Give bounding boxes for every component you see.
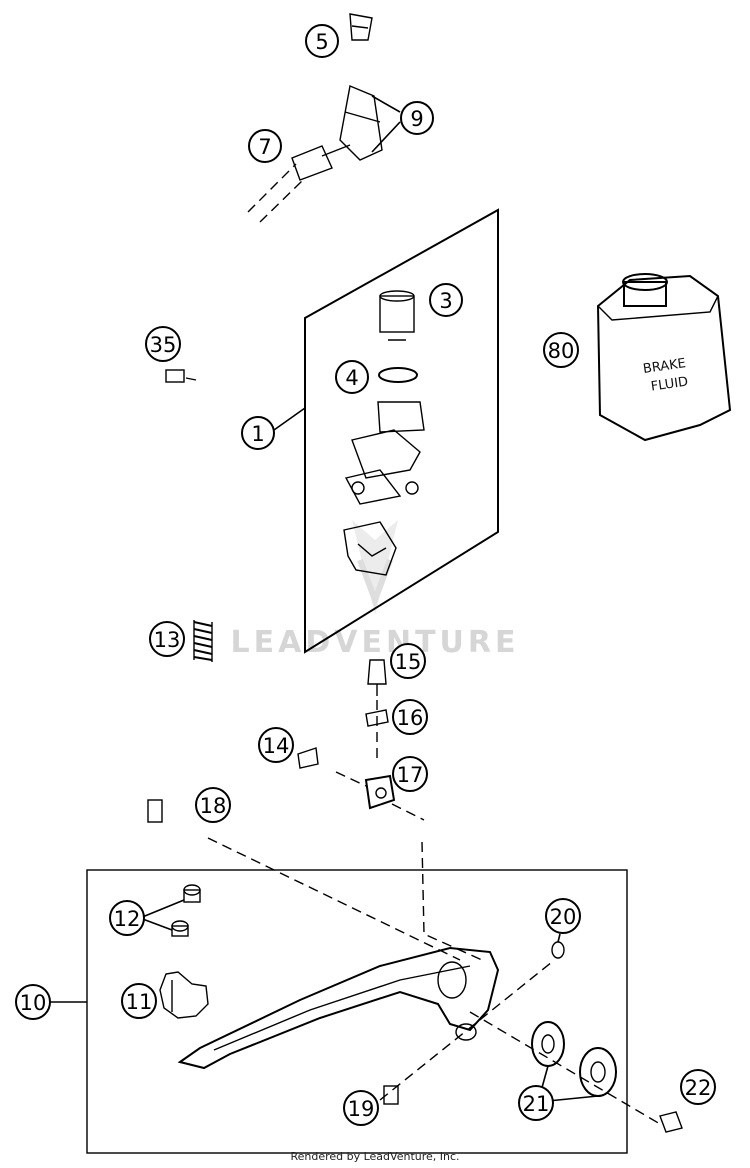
part-17-clevis [335,771,425,821]
part-13-spring [193,620,213,662]
part-11-gear [159,971,209,1019]
part-9-banjo-fitting [339,85,383,161]
callout-12-label: 12 [114,907,141,931]
callout-21: 21 [518,1085,554,1121]
callout-11-label: 11 [126,990,153,1014]
axis-line-pedal [207,837,461,961]
part-12-plugs [171,884,201,937]
brake-pedal-group-box [86,869,628,1154]
footer-credit: Rendered by LeadVenture, Inc. [290,1150,459,1163]
jug-label-line1: BRAKE [642,356,687,377]
callout-1: 1 [241,416,275,450]
callout-22: 22 [680,1069,716,1105]
axis-line-clevis [421,841,483,961]
callout-19-label: 19 [348,1097,375,1121]
part-22-nut [659,1111,683,1133]
callout-21-label: 21 [523,1092,550,1116]
part-5-bleed-screw [349,13,373,41]
callout-13-label: 13 [154,628,181,652]
callout-10-label: 10 [20,991,47,1015]
callout-80: 80 [543,332,579,368]
callout-15: 15 [390,643,426,679]
callout-35-label: 35 [150,333,177,357]
callout-7-label: 7 [258,135,271,159]
callout-4: 4 [335,360,369,394]
callout-20: 20 [545,898,581,934]
part-15-push-rod [367,659,387,696]
callout-10: 10 [15,984,51,1020]
callout-7: 7 [248,129,282,163]
callout-9-label: 9 [410,107,423,131]
part-20-circlip [551,941,565,959]
callout-12: 12 [109,900,145,936]
part-35-screw [165,369,197,383]
callout-22-label: 22 [685,1076,712,1100]
leader-lines [42,95,599,1103]
callout-5-label: 5 [315,30,328,54]
part-7-hose [247,144,351,223]
callout-16-label: 16 [397,706,424,730]
watermark-text: LEADVENTURE [231,625,520,660]
callout-9: 9 [400,101,434,135]
part-19-pivot-bolt [383,1085,399,1105]
part-18-bolt-head [147,799,163,823]
part-21-washers [531,1021,617,1097]
callout-3: 3 [429,283,463,317]
watermark-logo: LEADVENTURE [231,520,520,660]
callout-17-label: 17 [397,763,424,787]
part-10-brake-pedal [177,946,500,1070]
axis-line-pin [379,961,553,1101]
callout-19: 19 [343,1090,379,1126]
callout-5: 5 [305,24,339,58]
assembly-sheet [304,208,499,654]
callout-13: 13 [149,621,185,657]
callout-17: 17 [392,756,428,792]
callout-15-label: 15 [395,650,422,674]
callout-18: 18 [195,787,231,823]
part-4-o-ring [378,367,418,383]
part-14-clip [297,747,319,769]
axis-line-washers [469,1011,661,1125]
callout-14: 14 [258,727,294,763]
jug-label-line2: FLUID [650,375,689,395]
callout-18-label: 18 [200,794,227,818]
callout-80-label: 80 [548,339,575,363]
callout-3-label: 3 [439,289,452,313]
part-80-brake-fluid-jug: BRAKE FLUID [596,273,732,442]
callout-20-label: 20 [550,905,577,929]
part-16-nut [365,709,389,727]
callout-14-label: 14 [263,734,290,758]
callout-16: 16 [392,699,428,735]
master-cylinder-body [343,401,425,576]
callout-11: 11 [121,983,157,1019]
callout-35: 35 [145,326,181,362]
callout-4-label: 4 [345,366,358,390]
callout-1-label: 1 [251,422,264,446]
part-3-reservoir-cap [379,290,415,341]
